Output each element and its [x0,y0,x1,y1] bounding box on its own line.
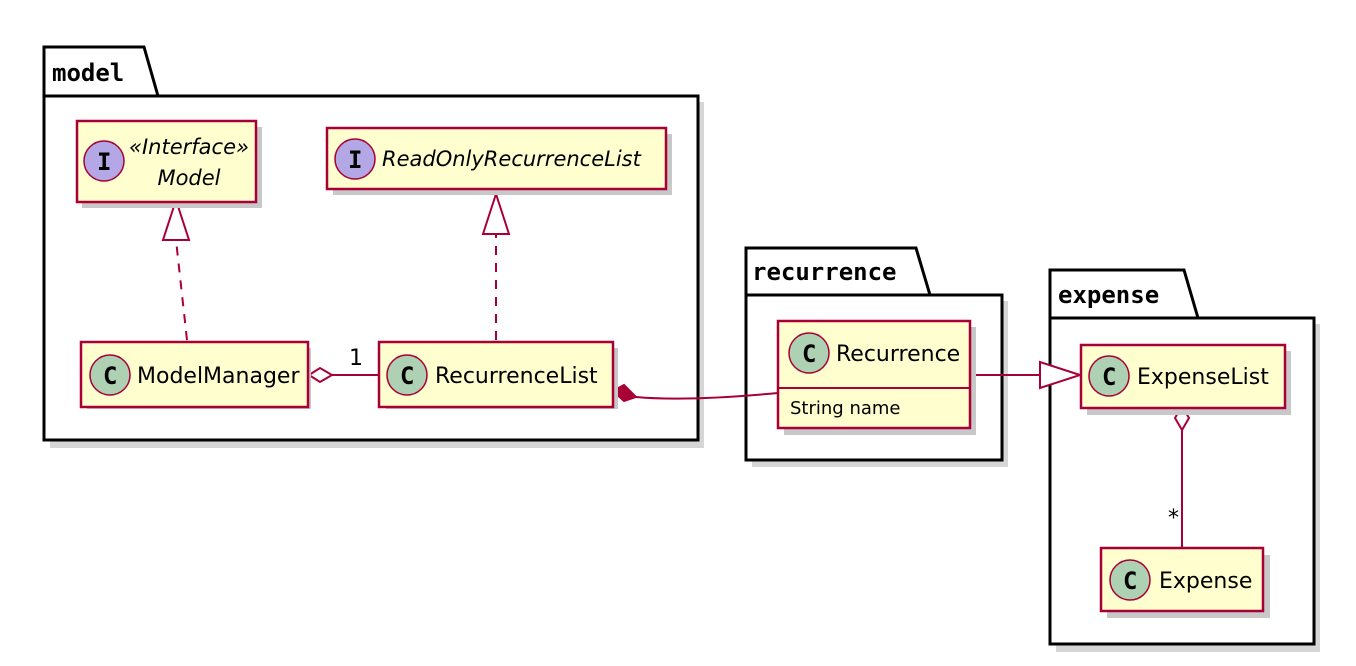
interface-name: Model [157,166,220,190]
class-attribute: String name [790,398,901,419]
relation-recurrence-list-realizes-read-only [481,190,511,340]
relation-recurrence-list-composes-recurrence [611,383,779,403]
class-expense: C Expense [1099,546,1270,618]
package-model-title: model [52,59,124,87]
class-glyph: C [1123,567,1137,595]
multiplicity-one: 1 [349,346,363,371]
multiplicity-many: * [1168,506,1179,531]
class-glyph: C [1102,363,1116,391]
class-glyph: C [400,362,414,390]
class-recurrence: C Recurrence String name [776,319,976,435]
class-icon [788,332,830,374]
interface-read-only-recurrence-list: I ReadOnlyRecurrenceList [325,126,672,195]
class-name: ExpenseList [1137,365,1269,390]
interface-icon [83,140,125,182]
class-name: Expense [1159,569,1252,594]
class-icon [386,354,428,396]
relation-model-manager-aggregates-recurrence-list: 1 [307,346,379,384]
interface-glyph: I [348,146,362,174]
class-model-manager: C ModelManager [79,340,311,409]
package-recurrence-title: recurrence [752,258,897,286]
class-icon [1109,559,1151,601]
class-name: Recurrence [836,342,960,367]
class-name: ModelManager [137,364,300,389]
interface-stereotype: «Interface» [129,135,249,159]
relation-model-manager-realizes-model [161,196,191,341]
relation-recurrence-generalizes-expense-list [970,360,1084,390]
interface-name: ReadOnlyRecurrenceList [382,147,642,171]
class-recurrence-list: C RecurrenceList [377,340,618,409]
class-glyph: C [802,340,816,368]
class-name: RecurrenceList [435,364,598,389]
interface-icon [334,138,376,180]
class-expense-list: C ExpenseList [1079,343,1291,415]
class-icon [89,354,131,396]
class-glyph: C [103,362,117,390]
class-icon [1088,355,1130,397]
interface-model: I «Interface» Model [75,119,262,208]
package-expense-title: expense [1058,281,1159,309]
interface-glyph: I [97,148,111,176]
